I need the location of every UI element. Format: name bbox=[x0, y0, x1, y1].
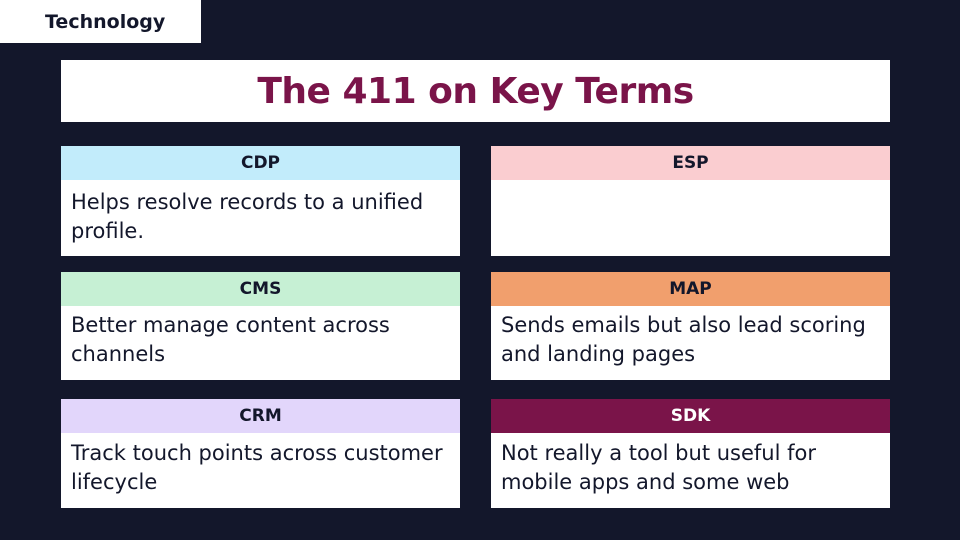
term-card-esp: ESP bbox=[491, 146, 890, 256]
term-card-crm: CRM Track touch points across customer l… bbox=[61, 399, 460, 508]
term-description-map: Sends emails but also lead scoring and l… bbox=[491, 306, 890, 380]
term-header-crm: CRM bbox=[61, 399, 460, 433]
term-header-sdk: SDK bbox=[491, 399, 890, 433]
section-tag: Technology bbox=[0, 0, 201, 43]
term-card-cdp: CDP Helps resolve records to a unified p… bbox=[61, 146, 460, 256]
term-header-map: MAP bbox=[491, 272, 890, 306]
term-card-map: MAP Sends emails but also lead scoring a… bbox=[491, 272, 890, 380]
term-description-sdk: Not really a tool but useful for mobile … bbox=[491, 433, 890, 508]
term-header-cdp: CDP bbox=[61, 146, 460, 180]
term-card-sdk: SDK Not really a tool but useful for mob… bbox=[491, 399, 890, 508]
term-card-cms: CMS Better manage content across channel… bbox=[61, 272, 460, 380]
term-description-cms: Better manage content across channels bbox=[61, 306, 460, 380]
title-box: The 411 on Key Terms bbox=[61, 60, 890, 122]
page-title: The 411 on Key Terms bbox=[257, 70, 694, 112]
term-description-crm: Track touch points across customer lifec… bbox=[61, 433, 460, 508]
term-description-esp bbox=[491, 180, 890, 256]
term-header-cms: CMS bbox=[61, 272, 460, 306]
term-description-cdp: Helps resolve records to a unified profi… bbox=[61, 180, 460, 256]
term-header-esp: ESP bbox=[491, 146, 890, 180]
